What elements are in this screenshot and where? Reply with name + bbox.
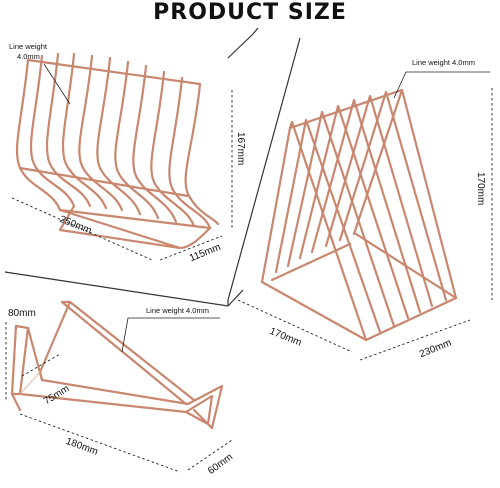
dim-line-115 [159,235,223,261]
line-weight-leader-3 [121,317,129,353]
dim-line-250 [11,197,153,261]
divider-vertical [227,37,301,305]
product-3-height: 80mm [8,308,36,319]
divider-horizontal [4,271,244,307]
product-1-line-weight-label: Line weight [9,42,47,51]
product-3-line-weight: Line weight 4.0mm [146,306,209,315]
triangle-holder-wires [260,88,458,342]
page-title: PRODUCT SIZE [153,0,347,25]
divider-diagonal-top [227,27,259,59]
dim-line-75 [21,353,61,377]
line-weight-leader-1 [43,63,71,105]
display-stand-wires [10,300,224,430]
product-1-line-weight-value: 4.0mm [17,52,40,61]
dim-line-170-bottom [237,299,353,353]
curved-rack-wires [15,52,220,250]
line-weight-leader-2 [393,71,407,99]
product-2-line-weight: Line weight 4.0mm [412,58,475,67]
dim-line-180 [19,413,181,473]
dim-line-60 [187,439,233,471]
